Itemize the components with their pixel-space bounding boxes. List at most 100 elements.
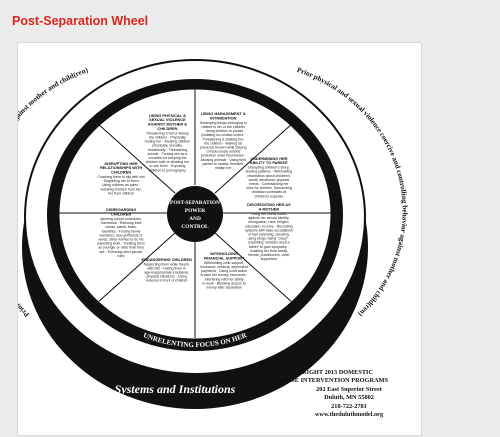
segment-text: visitation schedules at: [252, 190, 286, 194]
segment-text: violence in front of children: [146, 279, 188, 283]
wheel-segment: USING HARASSMENT &INTIMIDATIONDestroying…: [200, 111, 248, 170]
segment-text: Disrupting children's sleep,: [248, 166, 290, 170]
hub-label: POWER: [185, 208, 205, 214]
segment-text: Abusing animals · Using third: [201, 158, 247, 162]
segment-text: · Using children to punish: [204, 129, 244, 133]
segment-text: (isolating no-contact orders ·: [201, 133, 245, 137]
segment-text: wives, other women to do his: [99, 237, 144, 241]
segment-text: education, income · Recruiting: [245, 224, 292, 228]
segment-heading: SEXUAL VIOLENCE: [149, 117, 186, 122]
hub-label: CONTROL: [181, 224, 209, 230]
segment-text: Interfering with her ability: [205, 277, 244, 281]
segment-heading: CHILDREN: [111, 212, 131, 217]
segment-text: systems with false accusations: [245, 228, 293, 232]
segment-text: her from children: [108, 191, 134, 195]
segment-text: homework · Refusing their: [101, 221, 143, 225]
segment-text: immigration, race, religion,: [248, 220, 289, 224]
wheel-hub: [167, 186, 223, 242]
address-line: 202 East Superior Street: [316, 385, 382, 393]
website-link[interactable]: www.theduluthmodel.org: [314, 411, 384, 419]
segment-text: are · Enforcing strict gender: [99, 250, 143, 254]
segment-heading: USING HARASSMENT &: [201, 111, 246, 116]
segment-text: using drugs, being "crazy" ·: [248, 237, 291, 241]
segment-text: children safe or allowing her: [146, 160, 190, 164]
segment-text: age-inappropriate emotional,: [144, 270, 189, 274]
hub-label: POST-SEPARATION: [170, 200, 220, 206]
segment-text: Threatening to kill or kidnap: [146, 131, 189, 135]
wheel-spoke: [98, 124, 176, 194]
systems-institutions-label: Systems and Institutions: [115, 382, 236, 396]
copyright-line: © COPYRIGHT 2013 DOMESTIC: [278, 369, 374, 376]
segment-text: needs · Contradicting her: [249, 182, 289, 186]
segment-heading: ENDANGERING CHILDREN: [141, 257, 192, 262]
segment-heading: UNDERMINING HER: [250, 156, 287, 161]
segment-text: Exploiting "children need a: [248, 241, 289, 245]
segment-text: Destroying things belonging or: [200, 121, 248, 125]
segment-heading: CHILDREN: [157, 126, 177, 131]
segment-heading: DISCREDITING HER AS: [247, 202, 291, 207]
segment-heading: WITHHOLDING: [210, 251, 238, 256]
segment-text: against her sexual identity,: [248, 216, 289, 220]
wheel-spoke: [214, 124, 292, 194]
segment-text: Threatening & stalking her,: [202, 137, 244, 141]
segment-text: related to her or the children: [201, 125, 245, 129]
segment-text: feeding patterns · Withholding: [246, 170, 293, 174]
phone-line: 218-722-2781: [331, 402, 367, 410]
segment-text: friends, practitioners, other: [248, 253, 290, 257]
segment-heading: INTIMIDATION: [210, 116, 236, 121]
page-title: Post-Separation Wheel: [12, 14, 149, 28]
segment-text: · Degrading her to them ·: [102, 179, 141, 183]
hub-label: AND: [189, 216, 201, 222]
segment-heading: DISRUPTING HER: [104, 161, 137, 166]
segment-heading: AGAINST MOTHER &: [148, 122, 188, 127]
segment-text: the children · Physically: [149, 136, 186, 140]
segment-text: Coaching them to ally with him: [97, 175, 145, 179]
segment-text: to work · Blocking access to: [202, 281, 245, 285]
segment-heading: RELATIONSHIPS WITH: [100, 165, 142, 170]
segment-text: the children · Making his: [204, 141, 242, 145]
segment-text: Isolating children from her,: [101, 187, 142, 191]
segment-text: information about children's: [248, 174, 291, 178]
copyright-block: © COPYRIGHT 2013 DOMESTIC ABUSE INTERVEN…: [278, 369, 420, 419]
wheel-spoke: [214, 232, 292, 302]
segment-heading: FINANCIAL SUPPORT: [204, 255, 245, 260]
segment-text: supporters: [261, 257, 278, 261]
segment-text: of bad parenting, cheating,: [248, 232, 289, 236]
segment-text: money after separation: [206, 285, 242, 289]
segment-text: children to pornography: [149, 168, 186, 172]
segment-text: father" to gain sympathy ·: [249, 245, 289, 249]
segment-text: presence known while staying: [200, 146, 247, 150]
segment-text: social, emotional, physical: [249, 178, 290, 182]
segment-text: emotionally · Threatening: [148, 148, 187, 152]
segment-text: suicide · Forcing sex as a: [148, 152, 188, 156]
segment-text: protection order boundaries ·: [201, 154, 246, 158]
segment-heading: USING PHYSICAL &: [149, 113, 186, 118]
segment-text: with him · Failing them in: [147, 266, 186, 270]
segment-text: Using her social status: [251, 212, 286, 216]
segment-text: roles: [117, 254, 125, 258]
segment-text: payments · Using court action: [201, 269, 247, 273]
segment-text: Ignoring school schedules,: [100, 217, 141, 221]
segment-text: insurance, medical, dependent: [200, 265, 248, 269]
segment-text: Using children as spies ·: [102, 183, 140, 187]
segment-text: Isolating her from family,: [250, 249, 288, 253]
segment-text: members, new girlfriends or: [99, 233, 143, 237]
segment-heading: DISREGARDING: [106, 207, 136, 212]
segment-text: needs, wants, fears,: [105, 225, 136, 229]
segment-text: to take her money, resources ·: [200, 273, 247, 277]
copyright-line: ABUSE INTERVENTION PROGRAMS: [278, 377, 388, 385]
segment-text: hurting her · Abusing children: [145, 140, 191, 144]
segment-text: physical situations · Using: [146, 275, 187, 279]
segment-heading: ABILITY TO PARENT: [250, 160, 289, 165]
segment-text: condition for keeping the: [148, 156, 186, 160]
segment-heading: A MOTHER: [259, 207, 280, 212]
segment-text: parties to harass, threaten,: [202, 162, 244, 166]
segment-text: conspicuously outside: [206, 150, 240, 154]
segment-text: to see them · Exposing: [150, 164, 186, 168]
